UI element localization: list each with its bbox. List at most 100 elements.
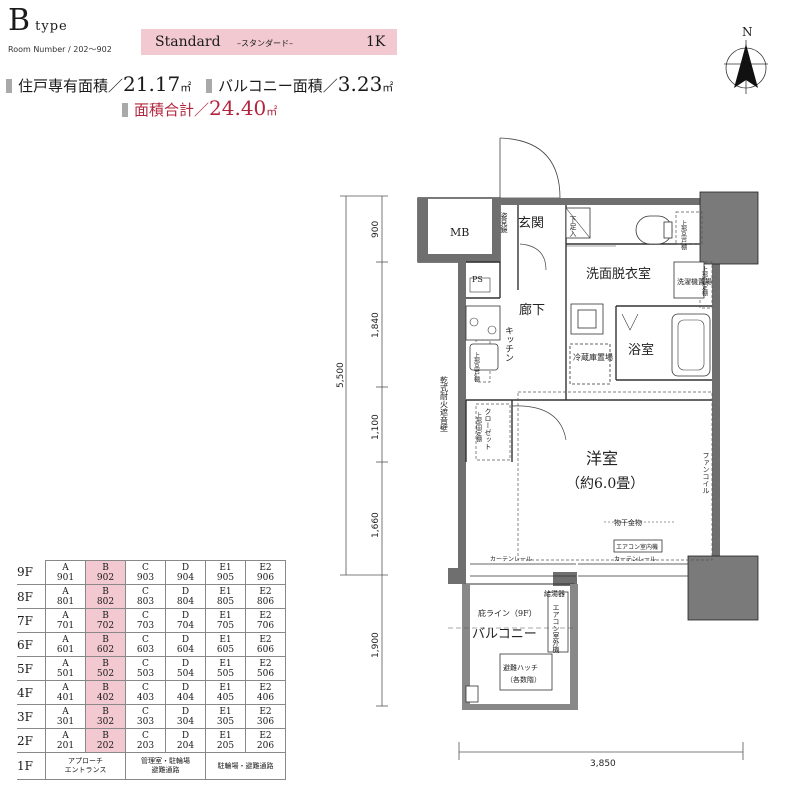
ground-cell: 駐輪場・避難通路	[205, 752, 286, 780]
room-number: Room Number / 202〜902	[8, 45, 112, 54]
unit-type: B	[102, 610, 109, 621]
floor-label: 7F	[17, 608, 46, 633]
washer-box	[673, 261, 705, 299]
unit-type: A	[62, 730, 69, 741]
mb-label: MB	[450, 226, 469, 239]
unit-number: 402	[96, 692, 115, 703]
unit-type: E1	[219, 562, 232, 573]
unit-type: C	[142, 658, 149, 669]
dry-wall-label: 乾式耐火遮音壁	[440, 375, 449, 432]
kitchen-label: キッチン	[503, 326, 514, 362]
floor-label: 5F	[17, 656, 46, 681]
washer-label: 洗濯機置場	[677, 277, 712, 286]
unit-type: C	[142, 634, 149, 645]
unit-number: 401	[56, 692, 75, 703]
unit-type: B type	[8, 6, 68, 36]
hatch-label-2: （各数階）	[506, 675, 541, 684]
unit-number: 203	[136, 740, 155, 751]
aircon-outdoor-label: エアコン室外機	[552, 604, 560, 654]
western-size-label: （約6.0畳）	[566, 476, 644, 492]
unit-type: A	[62, 634, 69, 645]
floor-label: 8F	[17, 584, 46, 609]
curtain-rail-label-1: カーテンレール	[490, 556, 532, 563]
unit-type: D	[181, 658, 190, 669]
unit-number: 406	[256, 692, 275, 703]
unit-type: D	[181, 586, 190, 597]
unit-type: D	[181, 706, 190, 717]
unit-number: 804	[176, 596, 195, 607]
upper-shelf-label-2: 上部吊戸棚	[680, 219, 687, 251]
plan-layout: 1K	[366, 34, 386, 50]
ground-cell-text: 駐輪場・避難通路	[217, 761, 274, 770]
floor-label: 3F	[17, 704, 46, 729]
floor-label: 4F	[17, 680, 46, 705]
dimension-horizontal	[458, 742, 744, 760]
unit-number: 702	[96, 620, 115, 631]
unit-number: 905	[216, 572, 235, 583]
shoe-label: 下足入	[569, 216, 577, 237]
unit-number: 405	[216, 692, 235, 703]
unit-number: 906	[256, 572, 275, 583]
balcony-area-value: 3.23	[337, 72, 383, 96]
fridge-box	[569, 343, 611, 385]
genkan-label: 玄関	[518, 216, 544, 231]
unit-type: C	[142, 586, 149, 597]
unit: ㎡	[382, 81, 394, 94]
hallway-label: 廊下	[519, 302, 545, 318]
type-letter: B	[8, 3, 31, 38]
hatch-label-1: 避難ハッチ	[503, 663, 538, 672]
unit-type: E2	[259, 730, 272, 741]
water-heater-label: 給湯器	[544, 589, 565, 598]
unit-type: A	[62, 610, 69, 621]
unit-number: 601	[56, 644, 75, 655]
ground-cell-text: アプローチ	[68, 757, 103, 765]
unit-number: 504	[176, 668, 195, 679]
unit-number: 901	[56, 572, 75, 583]
unit-type: C	[142, 706, 149, 717]
unit-type: E1	[219, 658, 232, 669]
unit-number: 306	[256, 716, 275, 727]
unit-number: 501	[56, 668, 75, 679]
floor-label: 2F	[17, 728, 46, 753]
unit-number: 801	[56, 596, 75, 607]
bullet-square	[6, 79, 12, 93]
dim-1840: 1,840	[371, 312, 381, 338]
unit-number: 606	[256, 644, 275, 655]
unit-number: 602	[96, 644, 115, 655]
unit-type: E1	[219, 682, 232, 693]
unit-number: 505	[216, 668, 235, 679]
unit-number: 303	[136, 716, 155, 727]
unit-type: A	[62, 658, 69, 669]
unit-type: A	[62, 562, 69, 573]
unit-number: 205	[216, 740, 235, 751]
unit-number: 404	[176, 692, 195, 703]
